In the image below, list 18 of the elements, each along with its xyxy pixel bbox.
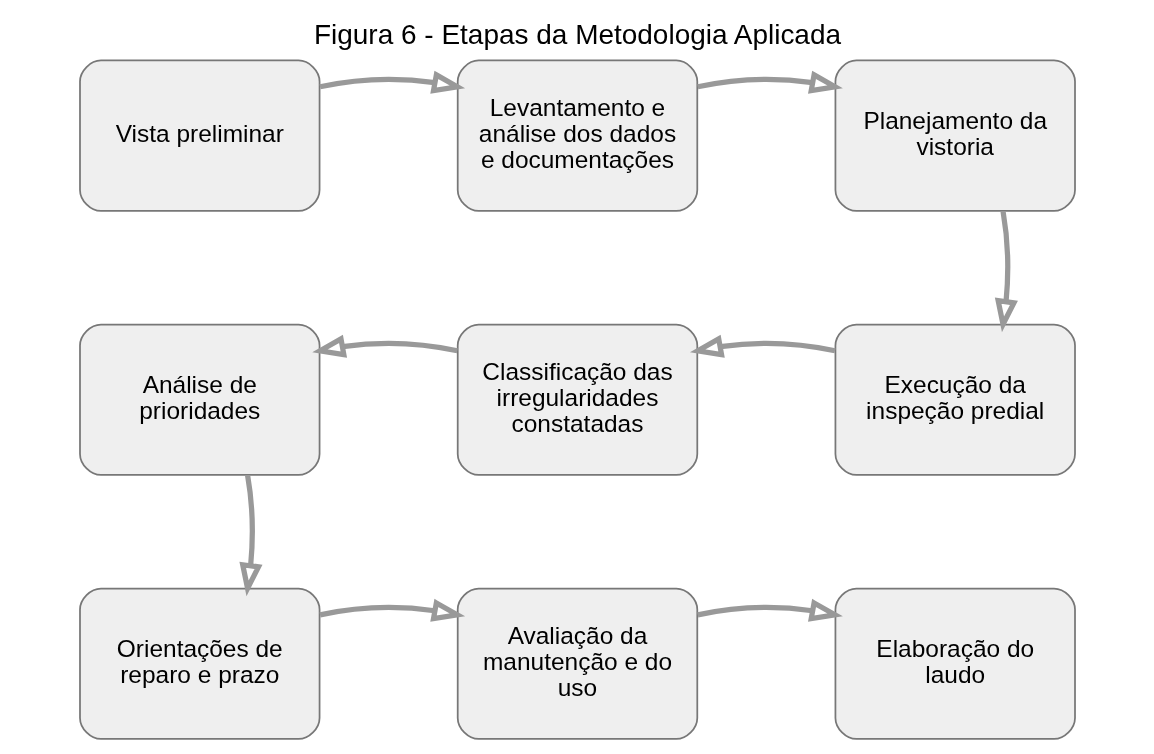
arrow	[311, 334, 458, 358]
node-box: Classificação das irregularidades constatadas	[456, 323, 698, 476]
diagram-title: Figura 6 - Etapas da Metodologia Aplicada	[313, 19, 841, 51]
arrow	[238, 475, 262, 597]
node-box: Levantamento e análise dos dados e documentações	[456, 59, 698, 212]
node-box: Vista preliminar	[78, 59, 320, 212]
arrow	[994, 210, 1018, 333]
node-box: Planejamento da vistoria	[834, 59, 1076, 212]
node-box: Análise de prioridades	[78, 323, 320, 476]
arrow	[689, 334, 836, 358]
arrow	[696, 598, 843, 622]
node-box: Execução da inspeção predial	[834, 323, 1076, 476]
node-box: Avaliação da manutenção e do uso	[456, 587, 698, 740]
arrow	[696, 70, 843, 94]
arrow	[319, 70, 465, 94]
node-box: Orientações de reparo e prazo	[78, 587, 320, 740]
arrow	[319, 598, 465, 622]
node-box: Elaboração do laudo	[834, 587, 1076, 740]
